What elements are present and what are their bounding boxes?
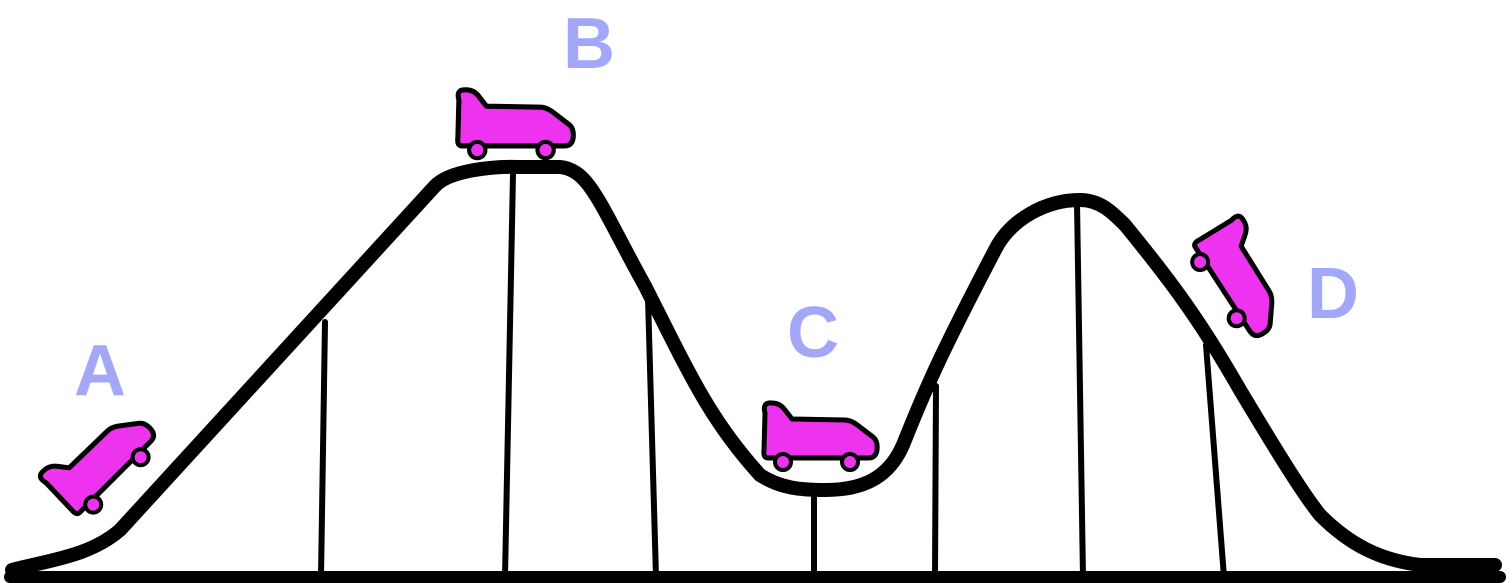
support-post (645, 295, 659, 580)
position-labels: A B C D (74, 4, 1359, 411)
car-body (1192, 213, 1275, 339)
label-c: C (787, 293, 839, 373)
car-wheel (1226, 308, 1247, 329)
track-supports (318, 171, 1227, 580)
support-post (1074, 200, 1086, 580)
label-d: D (1307, 254, 1359, 334)
car-wheel (773, 452, 793, 472)
label-a: A (74, 331, 126, 411)
car-b (455, 87, 576, 161)
support-post (318, 319, 328, 580)
car-wheel (535, 139, 556, 161)
car-body (37, 420, 157, 517)
coaster-track (5, 159, 1502, 577)
cars (37, 87, 1275, 517)
support-post (932, 383, 939, 580)
car-d (1190, 213, 1275, 339)
car-wheel (840, 452, 860, 472)
car-c (761, 400, 880, 472)
car-wheel (1190, 252, 1211, 273)
car-body (761, 400, 880, 461)
car-wheel (467, 139, 488, 161)
car-wheel (83, 494, 104, 515)
label-b: B (563, 4, 615, 84)
car-body (455, 87, 576, 149)
support-post (502, 171, 516, 580)
car-wheel (130, 447, 151, 468)
support-post (1203, 342, 1227, 580)
car-a (37, 420, 157, 517)
